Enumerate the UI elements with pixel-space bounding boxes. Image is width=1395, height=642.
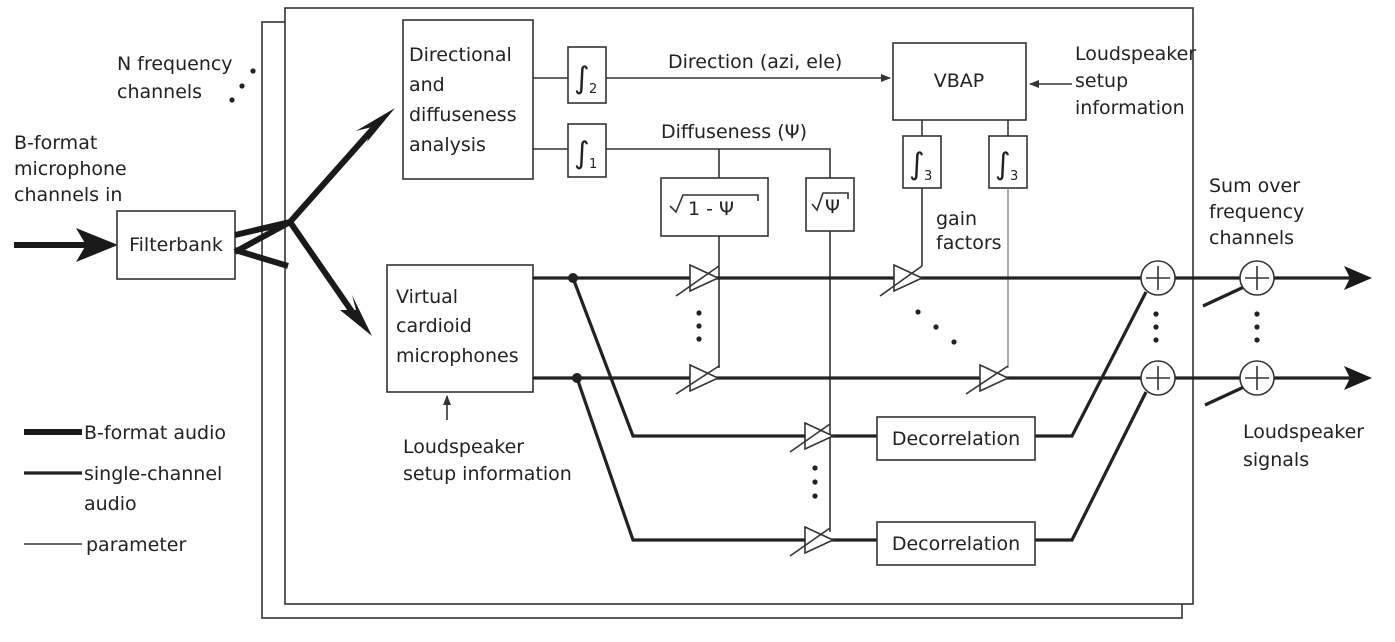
summing-nodes — [1140, 260, 1275, 396]
bformat-label-2: microphone — [14, 158, 127, 180]
decorrelation-label-2: Decorrelation — [892, 533, 1020, 555]
sqrt-icon — [669, 194, 759, 214]
sqrt-icon — [811, 192, 849, 212]
diffuseness-label: Diffuseness (Ψ) — [661, 121, 807, 143]
ls-setup-top-1: Loudspeaker — [1075, 43, 1196, 65]
ellipsis-dot — [250, 68, 256, 74]
amplifiers — [675, 263, 1010, 557]
amplifier-icon — [893, 263, 924, 293]
amplifier-icon — [804, 421, 835, 451]
vbap-label: VBAP — [934, 70, 985, 92]
gain-label-1: gain — [936, 208, 977, 230]
gain-label-2: factors — [936, 232, 1002, 254]
directional-analysis-block — [402, 19, 534, 180]
signal-paths — [533, 266, 1372, 542]
legend-bformat-label: B-format audio — [84, 422, 226, 444]
sqrt-one-minus-psi-label: 1 - Ψ — [688, 198, 734, 220]
amplifier-icon — [689, 263, 720, 293]
vbap-block — [892, 42, 1027, 121]
integrator-2-subscript: 2 — [589, 82, 597, 97]
ls-setup-bottom-2: setup information — [403, 463, 572, 485]
integral-icon: ∫ — [574, 136, 590, 171]
output-label-2: signals — [1243, 449, 1309, 471]
sum-label-2: frequency — [1209, 201, 1304, 223]
integrator-3b-subscript: 3 — [1010, 169, 1018, 184]
integrator-1-subscript: 1 — [589, 157, 597, 172]
integrator-1-block — [567, 123, 607, 178]
virtual-label-3: microphones — [396, 345, 519, 367]
virtual-cardioid-block — [386, 264, 534, 393]
legend: B-format audio single-channel audio para… — [24, 422, 226, 556]
input-labels: N frequency channels B-format microphone… — [14, 53, 256, 206]
bformat-input-arrow — [14, 228, 118, 262]
ellipsis-dots — [696, 309, 1260, 499]
ellipsis-dot — [229, 97, 235, 103]
integrator-3b-block — [988, 135, 1028, 189]
decorrelation-label-1: Decorrelation — [892, 428, 1020, 450]
ls-setup-top-2: setup — [1075, 70, 1128, 92]
analysis-label-4: analysis — [409, 134, 486, 156]
legend-parameter-label: parameter — [86, 534, 186, 556]
decorrelation-block-2 — [876, 521, 1036, 566]
analysis-label-3: diffuseness — [409, 104, 517, 126]
sum-label-1: Sum over — [1209, 175, 1300, 197]
bformat-label-1: B-format — [14, 132, 97, 154]
integrator-2-block — [567, 46, 607, 104]
integral-icon: ∫ — [995, 147, 1011, 182]
output-label-1: Loudspeaker — [1243, 421, 1364, 443]
virtual-label-2: cardioid — [396, 315, 472, 337]
analysis-label-1: Directional — [409, 44, 512, 66]
sqrt-psi-label: Ψ — [825, 196, 840, 218]
integral-icon: ∫ — [574, 61, 590, 96]
filterbank-block — [116, 210, 236, 280]
sum-label-3: channels — [1209, 227, 1294, 249]
filterbank-label: Filterbank — [129, 234, 223, 256]
bformat-label-3: channels in — [14, 184, 122, 206]
direction-label: Direction (azi, ele) — [668, 51, 842, 73]
virtual-label-1: Virtual — [396, 286, 458, 308]
amplifier-icon — [804, 525, 835, 555]
decorrelation-block-1 — [876, 416, 1036, 461]
ls-setup-bottom-1: Loudspeaker — [403, 436, 524, 458]
n-channels-label: channels — [117, 81, 202, 103]
ls-setup-top-3: information — [1075, 97, 1185, 119]
amplifier-icon — [979, 363, 1010, 393]
integrator-3a-subscript: 3 — [924, 169, 932, 184]
integral-icon: ∫ — [909, 147, 925, 182]
n-frequency-label: N frequency — [117, 53, 233, 75]
filterbank-fanout — [233, 108, 395, 336]
legend-single-label-1: single-channel — [84, 463, 222, 485]
analysis-label-2: and — [409, 74, 445, 96]
legend-single-label-2: audio — [84, 493, 137, 515]
ellipsis-dot — [239, 83, 245, 89]
amplifier-icon — [689, 363, 720, 393]
